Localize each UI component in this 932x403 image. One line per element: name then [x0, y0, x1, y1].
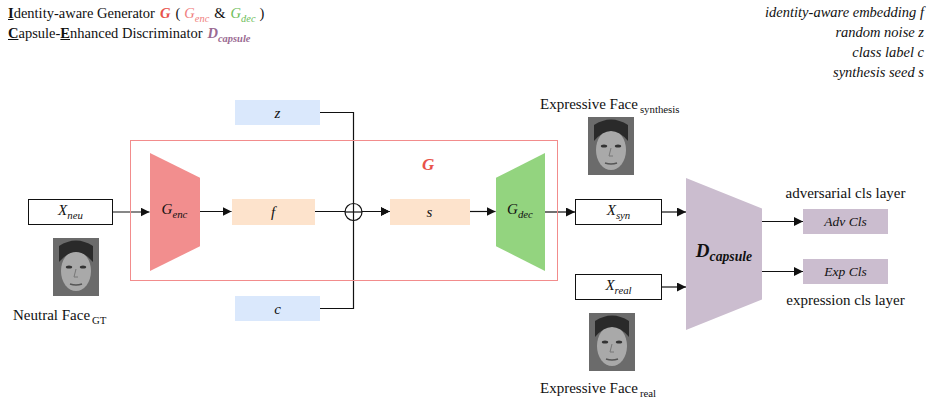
node-text: dec	[518, 208, 533, 220]
node-text: adversarial cls layer	[786, 184, 906, 202]
label-text: random noise z	[835, 24, 924, 40]
node-text: Exp Cls	[824, 264, 866, 279]
node-text-group: Gdec	[507, 200, 533, 223]
connector-arrow	[662, 211, 686, 212]
node-text-group: Genc	[162, 200, 188, 223]
node-text: neu	[67, 209, 83, 221]
label-text: Neutral Face	[13, 307, 90, 323]
legend-row: identity-aware embedding f	[765, 3, 924, 21]
label-text: G	[184, 5, 194, 21]
label-text: Expressive Face	[540, 380, 638, 396]
node-text: G	[162, 201, 173, 217]
image-box: Xsyn	[575, 199, 662, 225]
real-face-image	[589, 313, 635, 371]
connector-arrow	[545, 211, 576, 212]
connector-arrow	[320, 212, 390, 309]
legend-row: synthesis seed s	[833, 63, 924, 81]
node-text-group: s	[427, 203, 433, 221]
label-text: real	[640, 387, 656, 399]
legend-row: random noise z	[835, 23, 924, 41]
output-layer-box: Exp Clsexpression cls layer	[803, 259, 888, 284]
label-text: G	[160, 5, 170, 21]
node-text-group: c	[274, 300, 281, 318]
input-box: Xneu	[28, 199, 113, 225]
node-text-group: Xneu	[58, 201, 83, 224]
node-text: real	[615, 284, 632, 296]
node-text: D	[696, 240, 710, 261]
connector-arrow	[320, 113, 390, 212]
label-text: nhanced Discriminator	[70, 25, 202, 41]
node-text: Adv Cls	[824, 214, 866, 229]
label-text: (	[175, 5, 180, 21]
caption-row: Expressive Facesynthesis	[540, 95, 679, 118]
connector-arrow	[762, 221, 803, 222]
feature-box: f	[232, 199, 315, 225]
label-text: &	[214, 5, 225, 21]
node-text-group: z	[275, 104, 281, 122]
label-text: GT	[92, 314, 106, 326]
node-text: X	[58, 202, 67, 218]
shape-fill	[686, 178, 762, 330]
node-text-group: Xsyn	[607, 201, 631, 224]
node-text: z	[275, 105, 281, 121]
label-text: )	[260, 5, 265, 21]
node-text: enc	[172, 208, 187, 220]
label-text: capsule	[218, 33, 250, 44]
title-row: Capsule-Enhanced Discriminator Dcapsule	[8, 24, 250, 48]
node-text-group: Xreal	[605, 276, 631, 299]
image-box: Xreal	[575, 274, 662, 300]
node-text: syn	[616, 209, 630, 221]
node-text: f	[271, 204, 275, 220]
node-text-group: Dcapsule	[696, 242, 752, 267]
shape-fill	[150, 153, 200, 271]
sum-symbol	[345, 204, 362, 221]
label-text: dentity-aware Generator	[14, 5, 155, 21]
discriminator-trapezoid: Dcapsule	[686, 178, 762, 330]
input-box: z	[235, 100, 320, 125]
title-row: Identity-aware GeneratorG(Genc&Gdec)	[8, 4, 264, 28]
label-text: D	[208, 25, 218, 41]
node-text-group: Exp Cls	[824, 262, 866, 281]
label-text: I	[8, 5, 14, 21]
label-text: Expressive Face	[540, 96, 638, 112]
connector-arrow	[762, 271, 803, 272]
encoder-trapezoid: Genc	[150, 153, 200, 271]
connector-arrow	[200, 211, 232, 212]
label-text: enc	[195, 13, 209, 24]
connector-arrow	[470, 211, 496, 212]
label-text: identity-aware embedding f	[765, 4, 924, 20]
decoder-trapezoid: Gdec	[496, 153, 545, 271]
node-text: X	[605, 277, 614, 293]
input-box: c	[235, 296, 320, 321]
node-text: capsule	[710, 249, 753, 264]
label-text: dec	[241, 13, 255, 24]
label-text: synthesis seed s	[833, 64, 924, 80]
connector-arrow	[662, 286, 686, 287]
node-text: G	[422, 155, 434, 175]
label-text: apsule-	[18, 25, 60, 41]
neutral-face-image	[53, 238, 99, 296]
label-text: class label c	[852, 44, 924, 60]
connector-arrow	[113, 211, 150, 212]
legend-row: class label c	[852, 43, 924, 61]
node-text-group: Adv Cls	[824, 212, 866, 231]
output-layer-box: adversarial cls layerAdv Cls	[803, 209, 888, 234]
shape-fill	[496, 153, 545, 271]
label-text: C	[8, 25, 18, 41]
caption-row: Expressive Facereal	[540, 379, 656, 402]
label-text: synthesis	[640, 103, 680, 115]
node-text: expression cls layer	[786, 291, 904, 309]
node-text: X	[607, 202, 616, 218]
caption-row: Neutral FaceGT	[13, 306, 106, 329]
generator-group: GGencfsGdec	[130, 140, 558, 281]
node-text: G	[507, 201, 518, 217]
node-text-group: f	[271, 203, 275, 221]
node-text: s	[427, 204, 433, 220]
label-text: G	[231, 5, 241, 21]
synthesized-face-image	[588, 117, 634, 175]
feature-box: s	[390, 199, 470, 225]
node-text: c	[274, 301, 281, 317]
label-text: E	[60, 25, 70, 41]
